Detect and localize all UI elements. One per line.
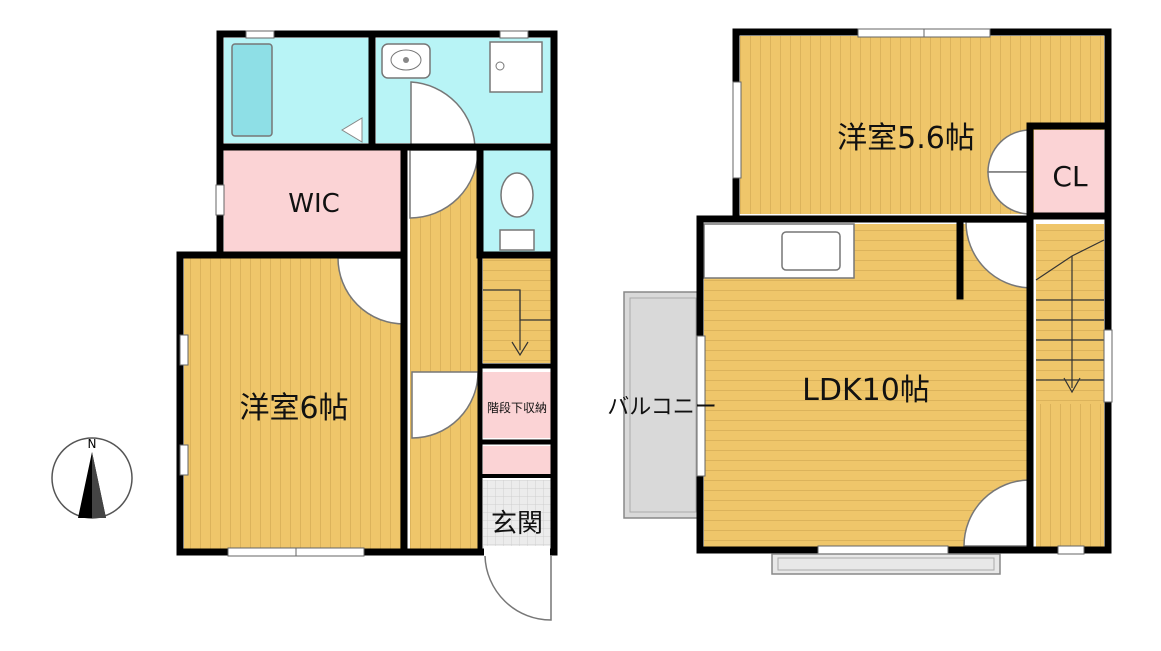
label-under-stair-storage: 階段下収納 [487, 400, 547, 415]
lower-balcony-rail [771, 553, 1001, 575]
label-western-room-5-6: 洋室5.6帖 [837, 121, 975, 156]
storage-door-swing [411, 371, 479, 439]
compass: N [51, 437, 133, 519]
label-wic: WIC [288, 189, 340, 219]
toilet-tank [499, 229, 535, 251]
bathtub [231, 43, 273, 137]
entrance-floor [483, 480, 551, 550]
label-closet: CL [1052, 160, 1088, 193]
room6-door-swing [337, 257, 405, 325]
room-labels: WIC 洋室6帖 階段下収納 玄関 洋室5.6帖 CL LDK10帖 バルコニー [239, 121, 1088, 539]
washroom-door-swing [410, 81, 476, 151]
ground-floor [176, 30, 558, 621]
upper-floor [623, 28, 1113, 575]
stairs-upper [1036, 224, 1104, 404]
ground-windows [179, 30, 529, 557]
bath-drain [341, 117, 363, 143]
label-entrance: 玄関 [491, 509, 543, 539]
wic-floor [224, 150, 404, 252]
label-ldk: LDK10帖 [802, 373, 930, 408]
upper-hall-floor [1036, 404, 1104, 548]
upper-floor-walls [696, 28, 1112, 554]
under-stair-storage-floor [483, 372, 551, 438]
label-balcony: バルコニー [607, 395, 717, 420]
entrance-door-swing [484, 555, 552, 621]
compass-north-label: N [88, 437, 97, 451]
ldk-door-swing [963, 479, 1031, 547]
toilet-bowl [500, 172, 534, 218]
stairs-ground [483, 258, 551, 363]
closet-floor [1034, 130, 1104, 214]
washing-machine [489, 41, 543, 93]
balcony-floor [623, 291, 701, 519]
label-western-room-6: 洋室6帖 [239, 391, 348, 426]
shoe-closet [483, 446, 551, 474]
upper-windows [696, 28, 1113, 555]
ground-floor-walls [176, 30, 558, 556]
kitchen-sink [781, 231, 841, 271]
